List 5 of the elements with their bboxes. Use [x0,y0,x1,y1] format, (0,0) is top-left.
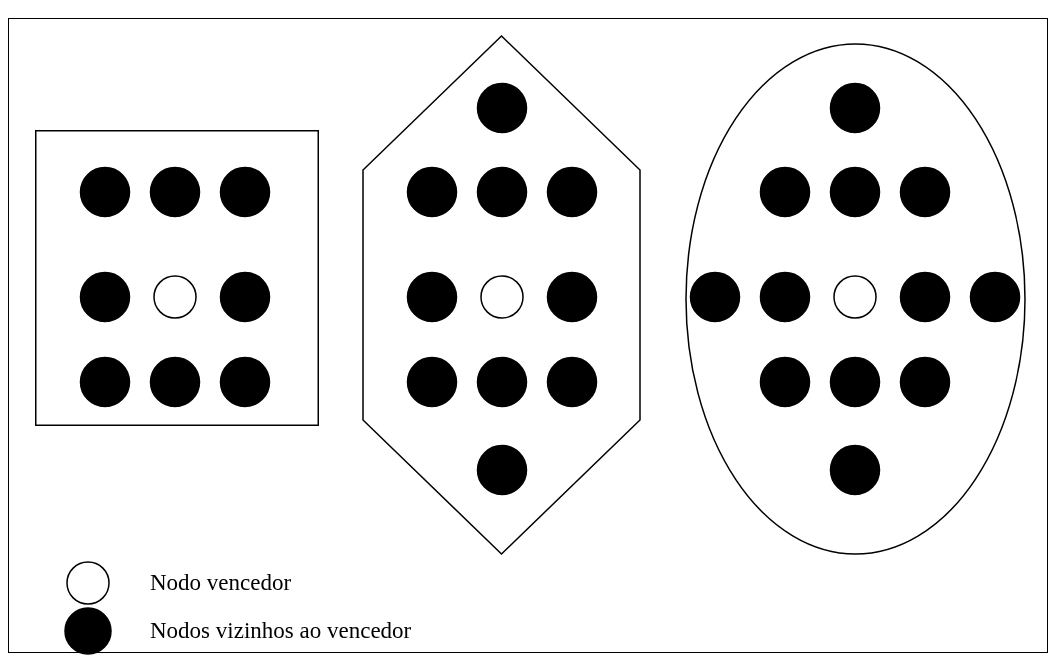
neighborhood-ellipse [685,43,1026,555]
legend-label: Nodos vizinhos ao vencedor [150,617,412,645]
neighborhood-square [35,130,319,426]
legend-label: Nodo vencedor [150,569,292,597]
neighborhood-hexagon [362,35,641,555]
